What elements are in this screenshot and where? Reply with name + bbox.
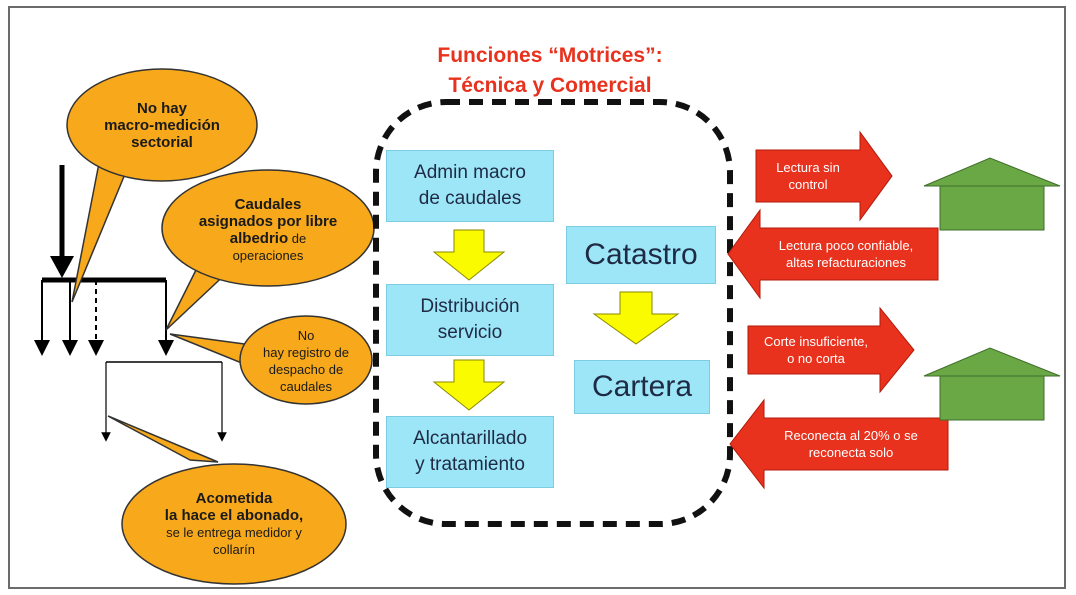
slide-frame <box>8 6 1066 589</box>
callout-3-line-2: hay registro de <box>263 345 349 360</box>
box-alcantarillado-line-1: Alcantarillado <box>412 428 528 449</box>
callout-4-line-2: la hace el abonado, <box>164 507 304 524</box>
callout-acometida <box>107 415 347 585</box>
red-arrow-1 <box>755 130 893 222</box>
yellow-arrows <box>432 229 680 411</box>
callout-2-text: Caudales asignados por libre albedrio de… <box>166 190 370 270</box>
red-arrow-2 <box>727 208 939 300</box>
callout-3-line-4: caudales <box>279 379 333 394</box>
red-arrow-1-line-2: control <box>788 177 828 192</box>
red-arrow-4-line-2: reconecta solo <box>808 445 894 460</box>
callout-4-line-4: collarín <box>213 542 255 557</box>
red-arrow-4-text: Reconecta al 20% o se reconecta solo <box>754 418 948 470</box>
callout-3-line-3: despacho de <box>268 362 344 377</box>
red-arrow-4 <box>729 398 949 490</box>
red-arrow-3-text: Corte insuficiente, o no corta <box>748 326 884 374</box>
callout-3-line-1: No <box>297 328 315 343</box>
box-distribucion-line-1: Distribución <box>420 296 520 317</box>
callout-2-line-1: Caudales <box>234 196 302 213</box>
red-arrow-3 <box>747 306 915 394</box>
box-distribucion-line-2: servicio <box>437 322 503 343</box>
pipe-network <box>34 165 227 442</box>
callout-4-line-1: Acometida <box>195 490 273 507</box>
box-admin-line-2: de caudales <box>418 188 522 209</box>
box-cartera: Cartera <box>574 360 710 414</box>
callout-1-text: No hay macro-medición sectorial <box>82 86 242 164</box>
callout-no-registro-despacho <box>169 315 373 405</box>
dashed-boundary <box>373 99 733 527</box>
callout-1-line-3: sectorial <box>131 133 193 151</box>
callout-4-line-3: se le entrega medidor y <box>166 525 302 540</box>
red-arrow-2-text: Lectura poco confiable, altas refacturac… <box>752 228 940 280</box>
callout-4-text: Acometida la hace el abonado, se le entr… <box>130 484 338 564</box>
red-arrow-2-line-2: altas refacturaciones <box>786 255 906 270</box>
house-2 <box>923 347 1061 421</box>
box-admin-macro-caudales: Admin macro de caudales <box>386 150 554 222</box>
callout-2-line-4: operaciones <box>232 248 304 263</box>
callout-2-line-3-rest: de <box>288 231 307 246</box>
house-1 <box>923 157 1061 231</box>
yellow-arrow-2 <box>432 359 506 411</box>
red-arrows <box>727 130 949 490</box>
red-arrow-4-line-1: Reconecta al 20% o se <box>784 428 918 443</box>
box-alcantarillado: Alcantarillado y tratamiento <box>386 416 554 488</box>
box-alcantarillado-line-2: y tratamiento <box>415 454 525 475</box>
yellow-arrow-3 <box>592 291 680 345</box>
box-catastro: Catastro <box>566 226 716 284</box>
box-distribucion-servicio: Distribución servicio <box>386 284 554 356</box>
red-arrow-3-line-1: Corte insuficiente, <box>763 334 869 349</box>
callout-1-line-2: macro-medición <box>104 116 220 134</box>
title-line-1: Funciones “Motrices”: <box>437 44 663 67</box>
red-arrow-2-line-1: Lectura poco confiable, <box>778 238 914 253</box>
callout-3-text: No hay registro de despacho de caudales <box>244 324 368 398</box>
callout-2-line-2: asignados por libre <box>198 213 338 230</box>
red-arrow-1-text: Lectura sin control <box>756 150 860 202</box>
box-admin-line-1: Admin macro <box>414 162 526 183</box>
yellow-arrow-1 <box>432 229 506 281</box>
title-line-2: Técnica y Comercial <box>448 74 652 97</box>
red-arrow-3-line-2: o no corta <box>787 351 845 366</box>
callout-no-macro-medicion <box>66 68 258 303</box>
callout-caudales-asignados <box>161 169 375 331</box>
callout-1-line-1: No hay <box>136 99 187 117</box>
red-arrow-1-line-1: Lectura sin <box>776 160 840 175</box>
callout-2-line-3-bold: albedrio <box>229 230 289 247</box>
